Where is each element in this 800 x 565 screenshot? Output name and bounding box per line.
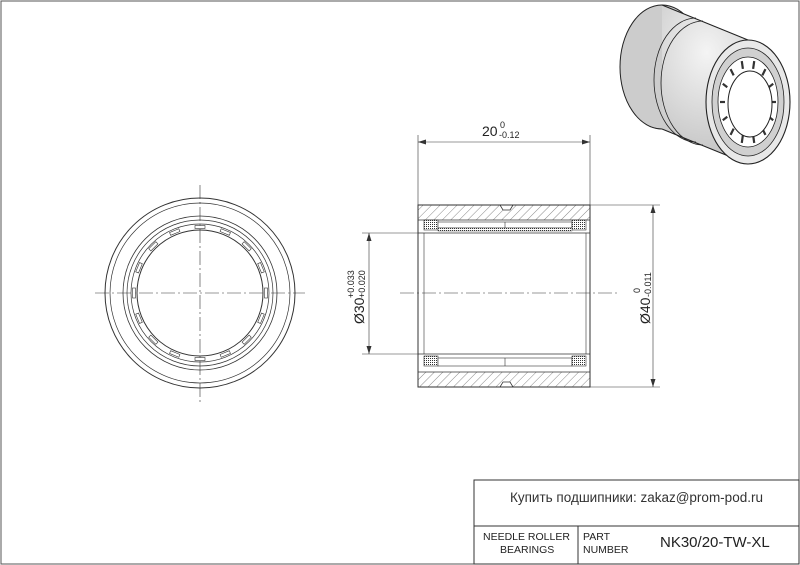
isometric-roller (768, 82, 774, 89)
width-upper-tol: 0 (500, 120, 505, 130)
bore (136, 229, 264, 357)
product-type-line2: BEARINGS (500, 544, 555, 556)
part-number: NK30/20-TW-XL (660, 534, 770, 551)
needle-roller (194, 357, 206, 361)
needle-roller (241, 241, 252, 252)
shop-contact: Купить подшипники: zakaz@prom-pod.ru (510, 490, 763, 505)
needle-roller (219, 228, 231, 236)
needle-roller (148, 334, 159, 345)
outer-nominal: Ø40 (637, 297, 653, 324)
outer-ring-inner (122, 215, 278, 371)
bore-dimension: Ø30 +0.033 +0.020 (346, 270, 367, 324)
outer-ring-chamfer (109, 202, 291, 384)
width-lower-tol: -0.12 (499, 130, 520, 140)
needle-roller (148, 241, 159, 252)
isometric-roller (761, 68, 767, 76)
cage-top-right (571, 219, 587, 231)
needle-roller (194, 225, 206, 229)
dimension-lines (362, 135, 660, 388)
width-nominal: 20 (482, 123, 498, 139)
isometric-view (619, 4, 791, 165)
part-label-line2: NUMBER (583, 544, 629, 556)
needle-roller (135, 312, 143, 324)
needle-roller (264, 287, 268, 299)
needle-roller (241, 334, 252, 345)
needle-roller (257, 262, 265, 274)
bore-lower-tol: +0.020 (357, 270, 367, 298)
cage-outer (126, 219, 274, 367)
needle-roller (257, 312, 265, 324)
isometric-roller (740, 60, 744, 70)
isometric-roller (729, 128, 735, 136)
outer-ring-outer (104, 197, 296, 389)
needle-roller (135, 262, 143, 274)
isometric-roller (752, 60, 756, 70)
bearing-outline (417, 204, 591, 388)
isometric-roller (729, 68, 735, 76)
needle-roller (169, 228, 181, 236)
product-type-line1: NEEDLE ROLLER (483, 531, 570, 543)
outer-ring-top-section (417, 204, 591, 221)
bore-upper-tol: +0.033 (346, 270, 356, 298)
bore-nominal: Ø30 (351, 297, 367, 324)
cage-top-mid (437, 227, 573, 232)
needle-roller (169, 350, 181, 358)
isometric-roller (740, 134, 744, 144)
cage-top-left (423, 219, 439, 231)
cage-bottom-left (423, 355, 439, 367)
roller-outer (130, 223, 270, 363)
width-dimension: 20 0 -0.12 (482, 120, 520, 140)
outer-dimension: Ø40 0 -0.011 (632, 272, 653, 324)
outer-lower-tol: -0.011 (643, 272, 653, 297)
isometric-roller (722, 115, 728, 122)
isometric-roller (722, 82, 728, 89)
outer-ring-bottom-section (417, 371, 591, 388)
front-view (95, 185, 305, 402)
outer-upper-tol: 0 (632, 288, 642, 293)
cage-bottom-right (571, 355, 587, 367)
title-block (473, 479, 800, 565)
section-view (400, 204, 620, 388)
needle-roller (132, 287, 136, 299)
needle-roller (219, 350, 231, 358)
part-label-line1: PART (583, 531, 611, 543)
needle-rollers (132, 225, 268, 361)
